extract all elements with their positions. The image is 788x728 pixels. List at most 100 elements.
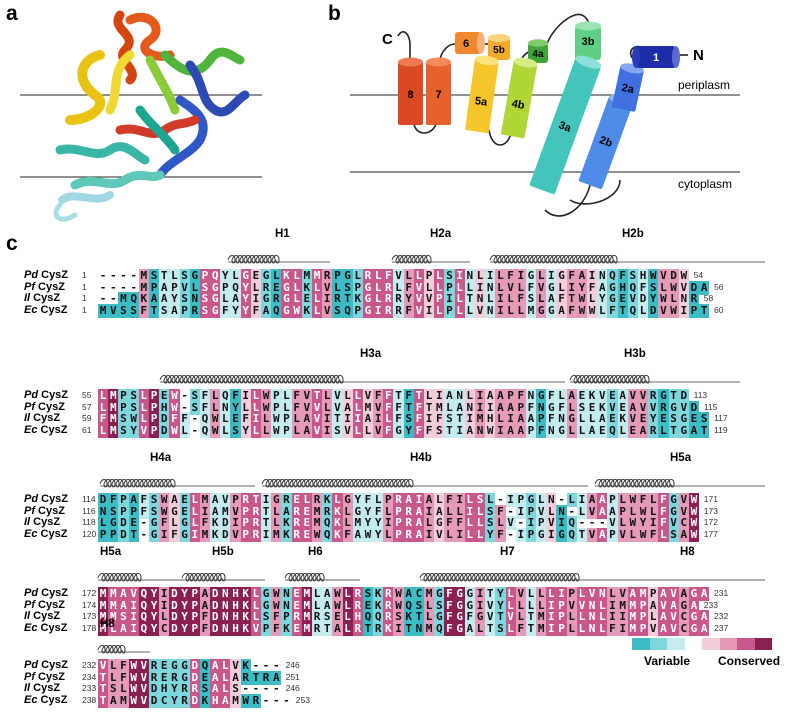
end-position: 237 <box>714 622 729 633</box>
panel-label-b: b <box>328 2 341 25</box>
residue: P <box>444 303 455 318</box>
residue: F <box>413 400 424 415</box>
residue: E <box>230 412 241 426</box>
residue: W <box>485 423 496 438</box>
residue: L <box>617 493 628 507</box>
residue: G <box>658 389 669 403</box>
species-label: Il CysZ <box>24 411 60 425</box>
topology-diagram: periplasm cytoplasm C N 8 7 6 5b <box>350 13 740 217</box>
end-position: 251 <box>285 671 300 682</box>
residue: Y <box>179 587 190 601</box>
svg-text:2a: 2a <box>621 82 636 96</box>
residue: L <box>220 292 231 306</box>
residue: Q <box>403 598 414 613</box>
helix-coil <box>227 255 280 264</box>
residue: F <box>525 400 537 415</box>
residue: R <box>322 269 333 283</box>
residue: L <box>250 389 261 403</box>
residue: R <box>352 598 363 613</box>
residue: L <box>627 504 638 519</box>
residue: P <box>118 493 129 507</box>
residue: S <box>179 269 190 283</box>
residue: G <box>281 303 292 318</box>
residue: N <box>281 587 292 601</box>
residue: F <box>546 412 557 426</box>
residue: G <box>261 598 272 613</box>
residue: F <box>444 516 455 530</box>
residue: A <box>515 423 526 438</box>
residue: Y <box>495 598 506 613</box>
residue: K <box>352 292 363 306</box>
residue: R <box>291 516 302 530</box>
residue: L <box>342 587 353 601</box>
residue: L <box>597 610 608 624</box>
residue: I <box>352 412 363 426</box>
residue: V <box>678 493 689 507</box>
residue: F <box>240 412 251 426</box>
residue: F <box>179 412 190 426</box>
residue: R <box>240 493 251 507</box>
residue: M <box>637 587 649 601</box>
end-position: 253 <box>295 694 310 705</box>
residue: D <box>159 412 170 426</box>
residue: G <box>668 493 679 507</box>
residue: A <box>464 423 475 438</box>
species-abbrev: Il <box>24 292 31 304</box>
residue: - <box>130 280 137 294</box>
residue: T <box>148 303 160 318</box>
residue: I <box>322 292 333 306</box>
helix-label: H3a <box>360 348 382 360</box>
residue: L <box>566 493 577 507</box>
residue: G <box>342 269 353 283</box>
residue: G <box>362 292 374 306</box>
residue: V <box>332 400 343 415</box>
residue: G <box>210 280 221 295</box>
residue: L <box>383 527 394 542</box>
residue: D <box>688 280 700 295</box>
residue: L <box>464 303 475 318</box>
residue: R <box>311 621 323 636</box>
residue: A <box>301 423 312 438</box>
residue: S <box>230 682 241 696</box>
residue: V <box>668 610 679 624</box>
residue: L <box>98 516 109 530</box>
residue: L <box>301 493 312 507</box>
residue: P <box>525 504 537 519</box>
residue: T <box>495 610 506 624</box>
residue: F <box>403 303 414 318</box>
residue: A <box>678 587 689 601</box>
residue: P <box>648 587 659 601</box>
residue: V <box>322 303 333 318</box>
residue: F <box>230 389 241 403</box>
residue: - <box>262 659 270 672</box>
residue: H <box>230 598 241 613</box>
residue: T <box>311 389 323 403</box>
residue: L <box>464 516 475 530</box>
residue: V <box>301 389 312 403</box>
start-position: 178 <box>82 622 97 633</box>
residue: A <box>495 389 506 403</box>
residue: M <box>98 621 109 636</box>
residue: Q <box>210 269 221 283</box>
residue: A <box>261 303 272 318</box>
residue: G <box>525 269 537 283</box>
residue: A <box>413 527 424 542</box>
residue: E <box>159 389 170 403</box>
residue: L <box>576 610 587 624</box>
residue: - <box>568 504 576 518</box>
species-label: Il CysZ <box>24 681 60 695</box>
residue: R <box>648 423 659 438</box>
residue: Y <box>648 292 659 306</box>
residue: M <box>108 610 119 624</box>
residue: Y <box>169 682 180 696</box>
residue: L <box>658 280 669 295</box>
residue: A <box>199 598 211 613</box>
residue: A <box>648 598 659 613</box>
residue: E <box>159 659 170 673</box>
residue: M <box>627 621 638 636</box>
residue: I <box>587 269 598 283</box>
residue: L <box>159 610 170 624</box>
residue: - <box>99 269 107 282</box>
